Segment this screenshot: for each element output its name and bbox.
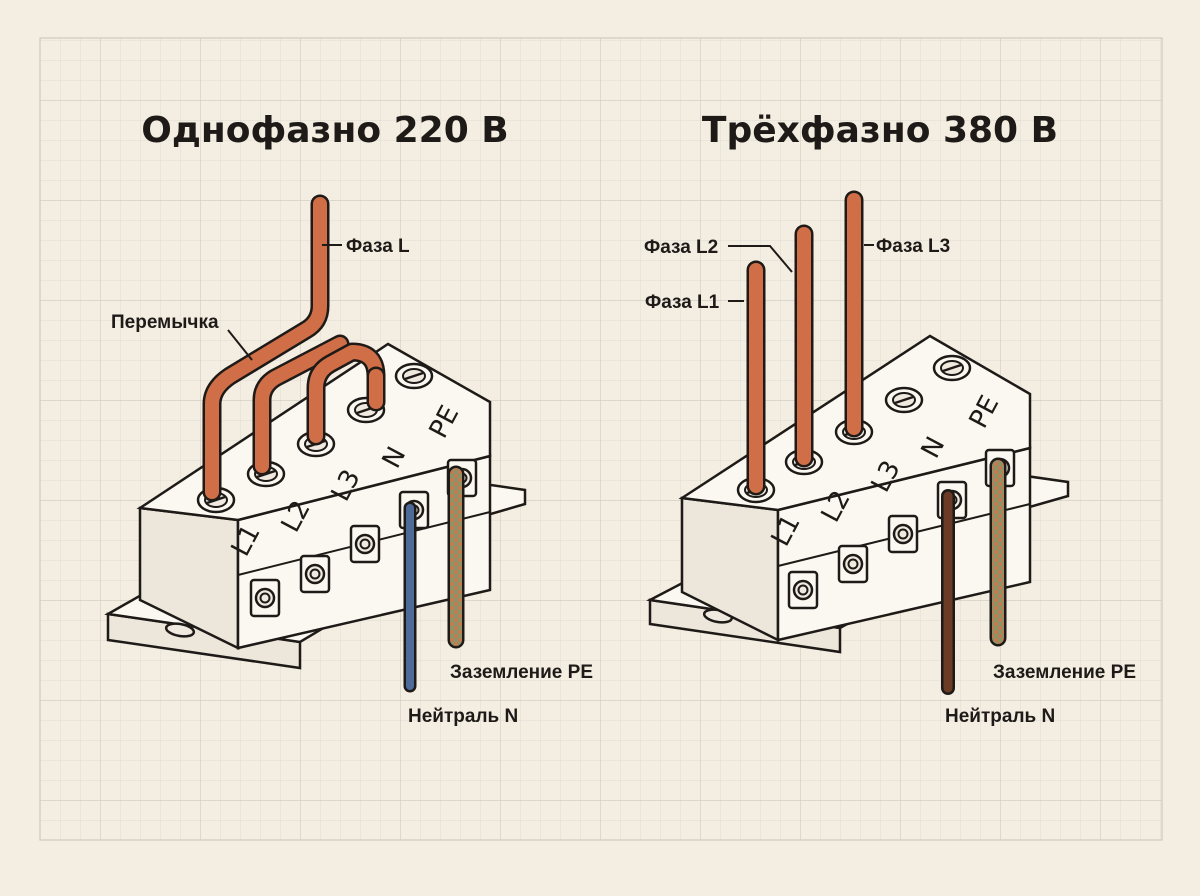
label-ground-pe: Заземление PE [993, 662, 1136, 683]
three-phase-callouts: Фаза L2 Фаза L1 Фаза L3 Заземление PE Не… [644, 236, 1136, 727]
label-jumper: Перемычка [111, 312, 219, 333]
single-phase-jumper-wire [202, 194, 386, 502]
label-phase-l3: Фаза L3 [876, 236, 950, 257]
label-phase-l: Фаза L [346, 236, 410, 257]
label-ground-pe: Заземление PE [450, 662, 593, 683]
three-phase-phase-wires [746, 190, 864, 496]
label-phase-l2: Фаза L2 [644, 237, 718, 258]
single-phase-callouts: Фаза L Перемычка Заземление PE Нейтраль … [111, 236, 593, 727]
label-neutral-n: Нейтраль N [945, 706, 1055, 727]
single-phase-title: Однофазно 220 В [141, 110, 508, 151]
label-neutral-n: Нейтраль N [408, 706, 518, 727]
three-phase-title: Трёхфазно 380 В [702, 110, 1058, 151]
label-phase-l1: Фаза L1 [645, 292, 720, 313]
three-phase-panel: Трёхфазно 380 В [644, 110, 1136, 727]
single-phase-panel: Однофазно 220 В [104, 110, 593, 727]
